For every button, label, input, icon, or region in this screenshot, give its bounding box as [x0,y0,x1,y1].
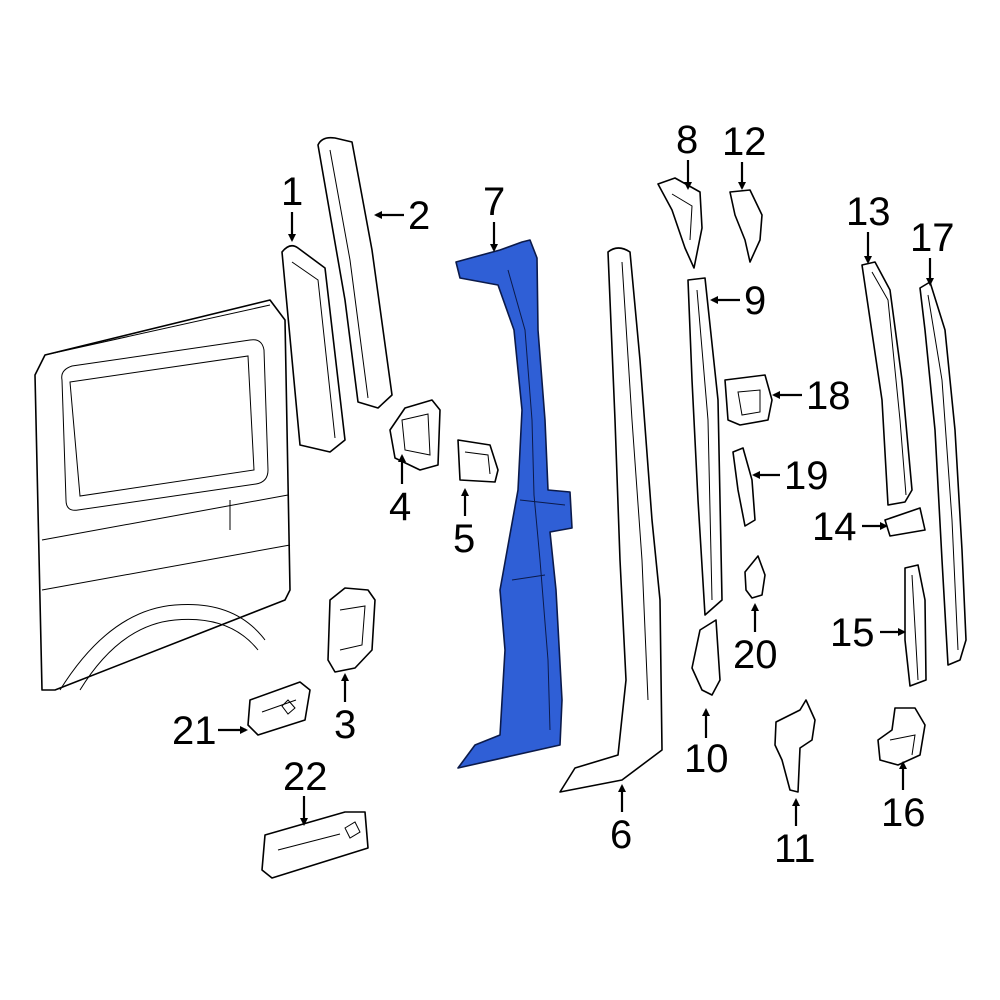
callout-21: 21 [172,709,217,753]
callout-7: 7 [483,180,505,224]
callout-4: 4 [389,485,411,529]
part-19-bracket [732,447,756,527]
part-1-pillar-trim [281,244,346,453]
part-9-pillar-strip [687,277,723,616]
part-14-bracket [884,507,926,537]
part-17-rear-pillar [919,281,967,666]
callout-13: 13 [846,190,891,234]
callout-17: 17 [910,216,955,260]
callout-16: 16 [881,791,926,835]
callout-1: 1 [281,170,303,214]
callout-20: 20 [733,633,778,677]
part-21-panel [247,681,311,736]
part-10-bracket [691,619,721,696]
body-side-panel [34,299,291,691]
part-7-center-pillar [455,239,573,769]
callout-5: 5 [453,517,475,561]
leader-arrows [218,160,934,826]
callout-11: 11 [774,827,816,871]
part-13-pillar-trim [861,261,913,506]
part-5-bracket [457,439,499,483]
callout-labels: 1 2 3 4 5 6 7 8 9 10 11 12 13 14 15 16 1… [172,118,955,871]
part-3-bracket [327,587,376,673]
callout-2: 2 [408,194,430,238]
part-4-bracket [389,399,441,471]
callout-3: 3 [334,703,356,747]
callout-18: 18 [806,374,851,418]
part-6-rocker-pillar [559,247,663,793]
callout-19: 19 [784,454,829,498]
part-2-pillar-reinforcement [317,136,393,409]
part-20-bracket [744,555,766,599]
part-22-panel [261,811,369,879]
callout-6: 6 [610,813,632,857]
callout-15: 15 [830,611,875,655]
part-11-bracket [774,699,816,793]
callout-9: 9 [744,279,766,323]
callout-8: 8 [676,118,698,162]
part-12-bracket [729,189,763,263]
callout-12: 12 [722,120,767,164]
part-16-bracket [877,707,926,766]
part-8-bracket [657,177,703,269]
part-18-bracket [724,374,773,426]
callout-10: 10 [684,737,729,781]
callout-14: 14 [812,505,857,549]
callout-22: 22 [283,755,328,799]
part-15-bracket [904,564,927,687]
